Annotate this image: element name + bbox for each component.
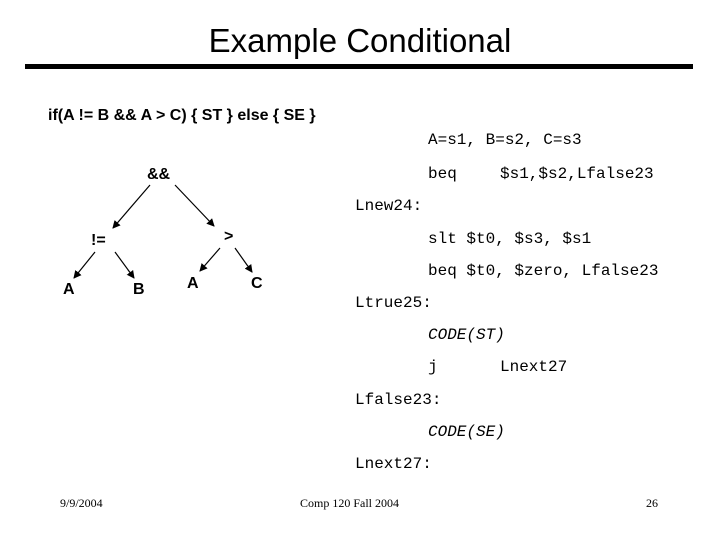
- label-ltrue25: Ltrue25:: [355, 294, 432, 312]
- label-lfalse23: Lfalse23:: [355, 391, 442, 409]
- tree-node-c: C: [251, 275, 263, 292]
- tree-node-not-equal: !=: [91, 232, 106, 249]
- edge-gt-to-c: [234, 247, 253, 273]
- title-underline: [25, 64, 693, 69]
- slt-instruction: slt $t0, $s3, $s1: [428, 230, 592, 248]
- slide-title: Example Conditional: [208, 22, 512, 59]
- beq-operands: $s1,$s2,Lfalse23: [500, 165, 654, 183]
- edge-and-to-ne: [112, 184, 151, 229]
- edge-gt-to-a: [199, 247, 221, 272]
- footer-course: Comp 120 Fall 2004: [300, 496, 400, 510]
- jump-opcode: j: [428, 358, 438, 376]
- code-st-block: CODE(ST): [428, 326, 505, 344]
- label-lnew24: Lnew24:: [355, 197, 423, 215]
- tree-node-a-left: A: [63, 281, 75, 298]
- edge-ne-to-b: [114, 251, 135, 279]
- tree-node-b: B: [133, 281, 145, 298]
- beq-zero-instruction: beq $t0, $zero, Lfalse23: [428, 262, 659, 280]
- register-map: A=s1, B=s2, C=s3: [428, 131, 582, 149]
- jump-target: Lnext27: [500, 358, 568, 376]
- tree-node-greater-than: >: [224, 228, 234, 245]
- footer-page-number: 26: [646, 496, 658, 510]
- tree-node-a-right: A: [187, 275, 199, 292]
- code-se-block: CODE(SE): [428, 423, 505, 441]
- footer-date: 9/9/2004: [60, 496, 103, 510]
- condition-statement: if(A != B && A > C) { ST } else { SE }: [48, 107, 316, 124]
- edge-and-to-gt: [174, 184, 215, 227]
- tree-node-and: &&: [147, 166, 171, 183]
- beq-opcode: beq: [428, 165, 457, 183]
- edge-ne-to-a: [73, 251, 96, 279]
- label-lnext27: Lnext27:: [355, 455, 432, 473]
